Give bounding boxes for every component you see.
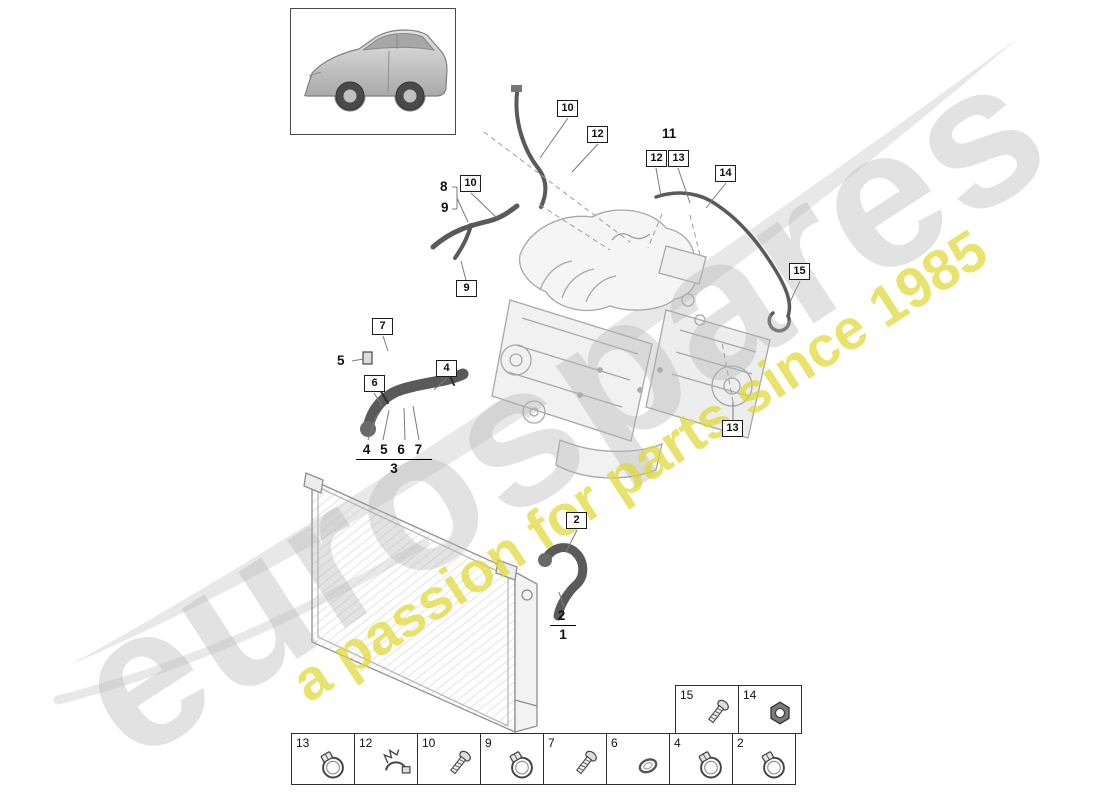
vehicle-illustration	[304, 29, 448, 112]
callout-label-11[interactable]: 11	[662, 126, 677, 141]
seal-ring-icon	[630, 746, 666, 782]
engine-illustration	[491, 209, 771, 479]
legend-num: 4	[674, 736, 681, 750]
callout-box-12-pipe[interactable]: 12	[587, 126, 608, 143]
callout-box-10-breather[interactable]: 10	[460, 175, 481, 192]
screw-icon	[699, 695, 735, 731]
legend-num: 13	[296, 736, 310, 750]
bracket-clamp-icon	[378, 746, 414, 782]
legend-cell-12[interactable]: 12	[354, 733, 418, 785]
legend-cell-13[interactable]: 13	[291, 733, 355, 785]
hose-illustrations	[360, 85, 792, 621]
coolant-pipe-11-15	[654, 191, 792, 318]
legend-cell-2[interactable]: 2	[732, 733, 796, 785]
callout-box-14[interactable]: 14	[715, 165, 736, 182]
ref-group-3-members[interactable]: 4 5 6 7	[356, 443, 432, 460]
legend-num: 10	[422, 736, 436, 750]
water-pipe-1	[540, 543, 588, 621]
hose-clamp-icon	[693, 746, 729, 782]
legend-num: 7	[548, 736, 555, 750]
breather-hose-8	[430, 203, 520, 250]
legend-num: 12	[359, 736, 373, 750]
vent-pipe-10	[514, 91, 548, 209]
legend-num: 9	[485, 736, 492, 750]
legend-cell-9[interactable]: 9	[480, 733, 544, 785]
leader-lines	[351, 117, 801, 608]
ref-group-1[interactable]: 2 1	[550, 609, 576, 641]
callout-box-13[interactable]: 13	[722, 420, 743, 437]
legend-row-upper: 15 14	[675, 685, 802, 734]
legend-num: 6	[611, 736, 618, 750]
callout-box-6[interactable]: 6	[364, 375, 385, 392]
callout-box-9[interactable]: 9	[456, 280, 477, 297]
legend-num: 15	[680, 688, 694, 702]
construction-lines	[483, 131, 734, 403]
legend-cell-7[interactable]: 7	[543, 733, 607, 785]
legend-cell-10[interactable]: 10	[417, 733, 481, 785]
vehicle-thumbnail-box	[290, 8, 456, 135]
callout-box-7[interactable]: 7	[372, 318, 393, 335]
legend-row-lower: 13 12 10 9 7 6 4 2	[291, 733, 796, 785]
legend-num: 2	[737, 736, 744, 750]
radiator-illustration	[303, 472, 538, 733]
legend-cell-4[interactable]: 4	[669, 733, 733, 785]
radiator-hose-3	[362, 368, 469, 434]
callout-label-9[interactable]: 9	[441, 200, 449, 215]
callout-box-13-pair[interactable]: 13	[668, 150, 689, 167]
legend-cell-6[interactable]: 6	[606, 733, 670, 785]
callout-label-5[interactable]: 5	[337, 353, 345, 368]
callout-box-4[interactable]: 4	[436, 360, 457, 377]
callout-label-8[interactable]: 8	[440, 179, 448, 194]
ref-group-3[interactable]: 4 5 6 7 3	[356, 443, 432, 475]
nut-icon	[762, 695, 798, 731]
callout-box-15[interactable]: 15	[789, 263, 810, 280]
screw-icon	[441, 746, 477, 782]
hose-clamp-icon	[315, 746, 351, 782]
hose-clamp-icon	[504, 746, 540, 782]
hose-clamp-icon	[756, 746, 792, 782]
callout-box-10-pipe[interactable]: 10	[557, 100, 578, 117]
ref-group-1-members[interactable]: 2	[550, 609, 576, 626]
legend-num: 14	[743, 688, 757, 702]
breather-branch-9	[453, 223, 473, 260]
legend-cell-14[interactable]: 14	[738, 685, 802, 734]
legend-cell-15[interactable]: 15	[675, 685, 739, 734]
ref-group-3-part[interactable]: 3	[390, 460, 398, 476]
callout-box-12-pair[interactable]: 12	[646, 150, 667, 167]
callout-box-2[interactable]: 2	[566, 512, 587, 529]
screw-icon	[567, 746, 603, 782]
ref-group-1-part[interactable]: 1	[559, 626, 567, 642]
